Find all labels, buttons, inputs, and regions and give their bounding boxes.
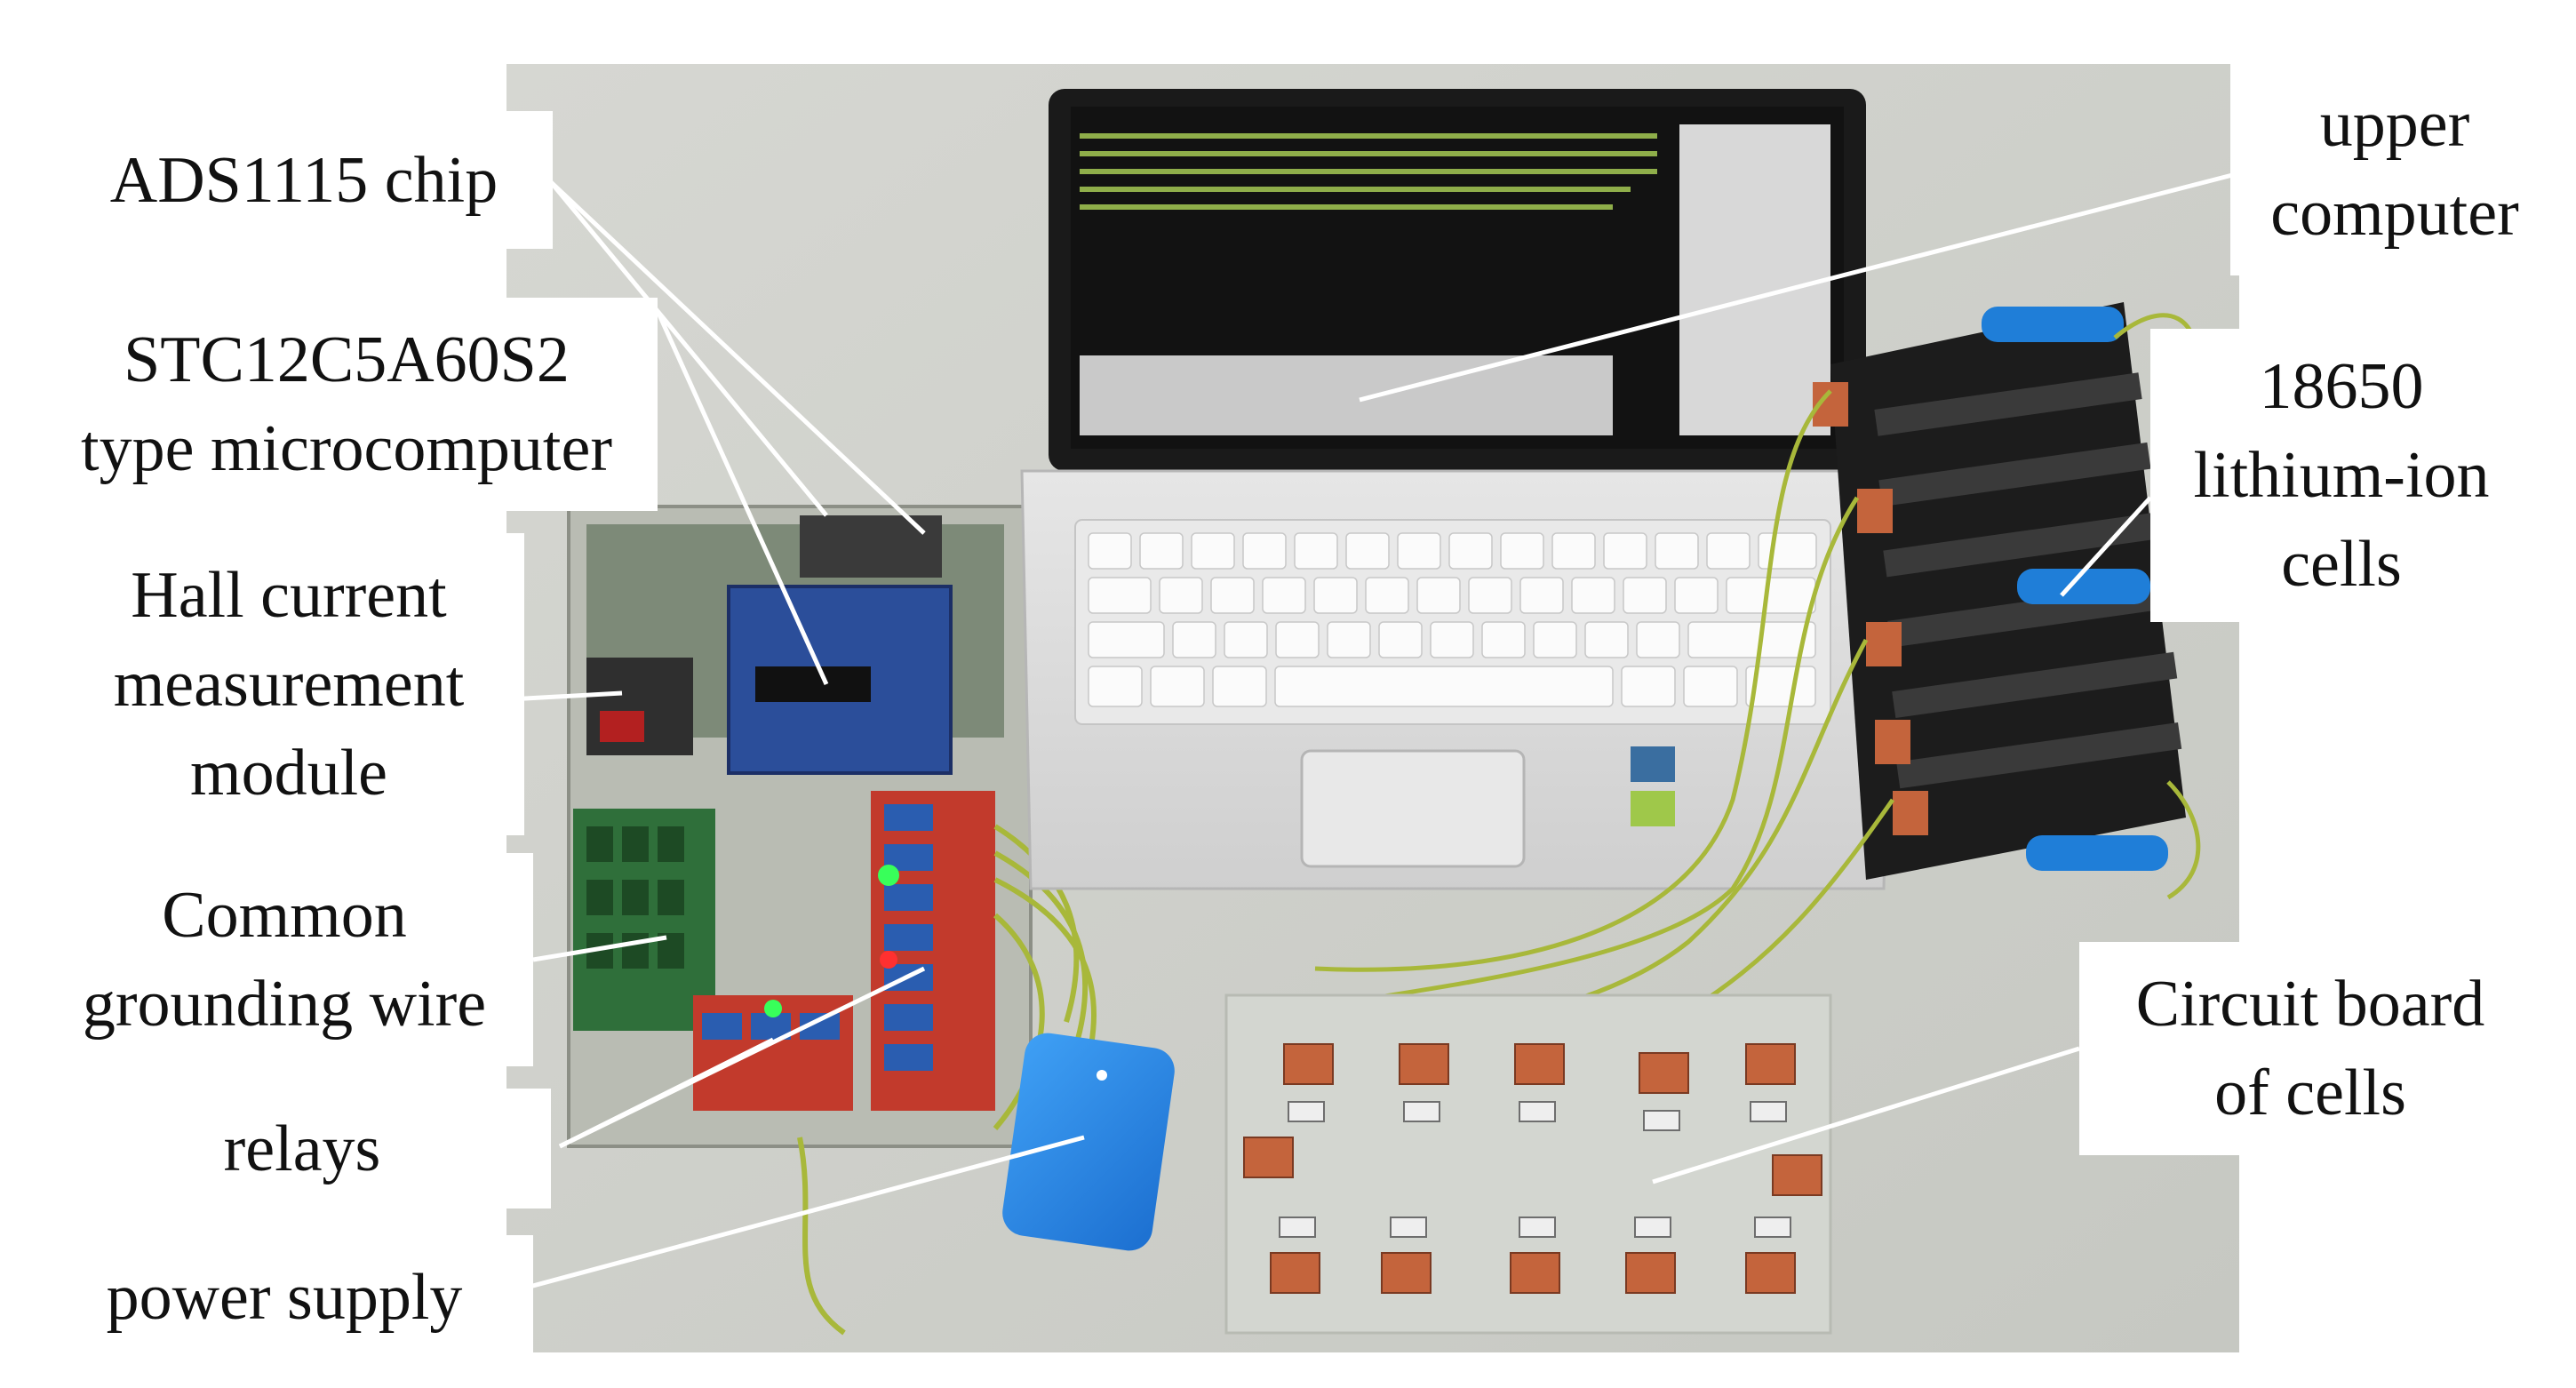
led-indicator xyxy=(878,865,899,886)
lithium-cell-rack xyxy=(1813,302,2186,880)
label-hall-current-module: Hall current measurement module xyxy=(53,533,524,835)
leader-lines xyxy=(461,171,2240,1296)
trackpad xyxy=(1300,749,1526,868)
cell-circuit-board xyxy=(1224,993,1832,1335)
upper-computer-laptop xyxy=(1020,89,1894,890)
label-upper-computer: upper computer xyxy=(2230,62,2559,275)
control-board xyxy=(567,505,1033,1148)
label-common-grounding-wire: Common grounding wire xyxy=(36,853,533,1066)
label-relays: relays xyxy=(53,1089,551,1209)
label-circuit-board-of-cells: Circuit board of cells xyxy=(2079,942,2541,1155)
ads1115-chip xyxy=(800,515,942,578)
power-supply-bank xyxy=(1002,1033,1175,1251)
label-stc-microcomputer: STC12C5A60S2 type microcomputer xyxy=(36,298,658,511)
label-power-supply: power supply xyxy=(36,1235,533,1360)
label-lithium-ion-cells: 18650 lithium-ion cells xyxy=(2150,329,2532,622)
label-ads1115-chip: ADS1115 chip xyxy=(55,111,553,249)
